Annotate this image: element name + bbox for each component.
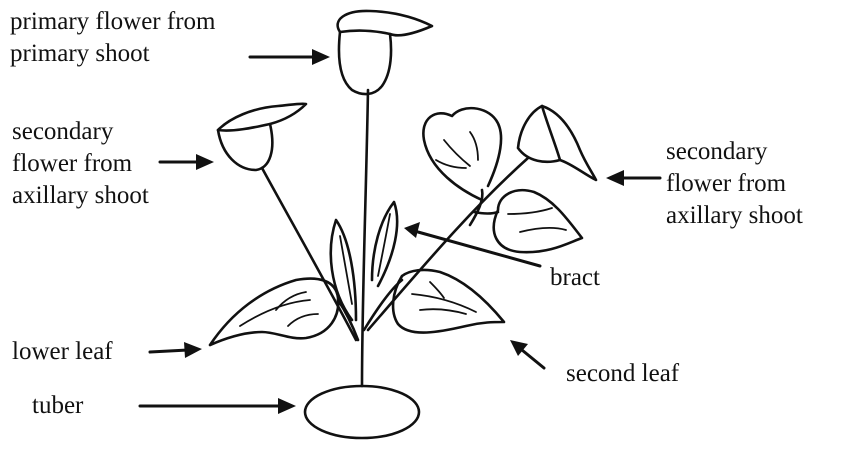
arrow-lower-leaf (150, 342, 202, 358)
right-secondary-flower (518, 106, 596, 180)
label-primary-flower-line2: primary shoot (10, 40, 150, 68)
arrow-secondary-right (606, 170, 660, 186)
label-lower-leaf: lower leaf (12, 338, 113, 366)
primary-flower (339, 32, 391, 94)
lower-leaf-blade (210, 279, 338, 345)
primary-flower-spathe (338, 11, 432, 35)
right-middle-leaf-petiole (474, 212, 498, 214)
left-bract (331, 220, 356, 320)
arrow-primary-flower (250, 49, 330, 65)
main-stem (362, 90, 368, 386)
arrow-secondary-left (160, 154, 214, 170)
label-secondary-right-line2: flower from (666, 170, 786, 198)
label-primary-flower-line1: primary flower from (10, 8, 215, 36)
arrow-bract (404, 222, 540, 266)
label-secondary-right-line1: secondary (666, 138, 767, 166)
arrow-tuber (140, 398, 296, 414)
tuber-shape (305, 386, 419, 438)
right-middle-leaf (494, 190, 582, 252)
label-tuber: tuber (32, 392, 83, 420)
arrow-second-leaf (510, 340, 544, 368)
label-secondary-left-line1: secondary (12, 118, 113, 146)
label-secondary-left-line2: flower from (12, 150, 132, 178)
label-second-leaf: second leaf (566, 360, 679, 388)
left-secondary-spathe (218, 104, 306, 131)
label-secondary-right-line3: axillary shoot (666, 202, 803, 230)
upper-right-leaf (423, 108, 501, 200)
label-bract: bract (550, 264, 600, 292)
label-secondary-left-line3: axillary shoot (12, 182, 149, 210)
